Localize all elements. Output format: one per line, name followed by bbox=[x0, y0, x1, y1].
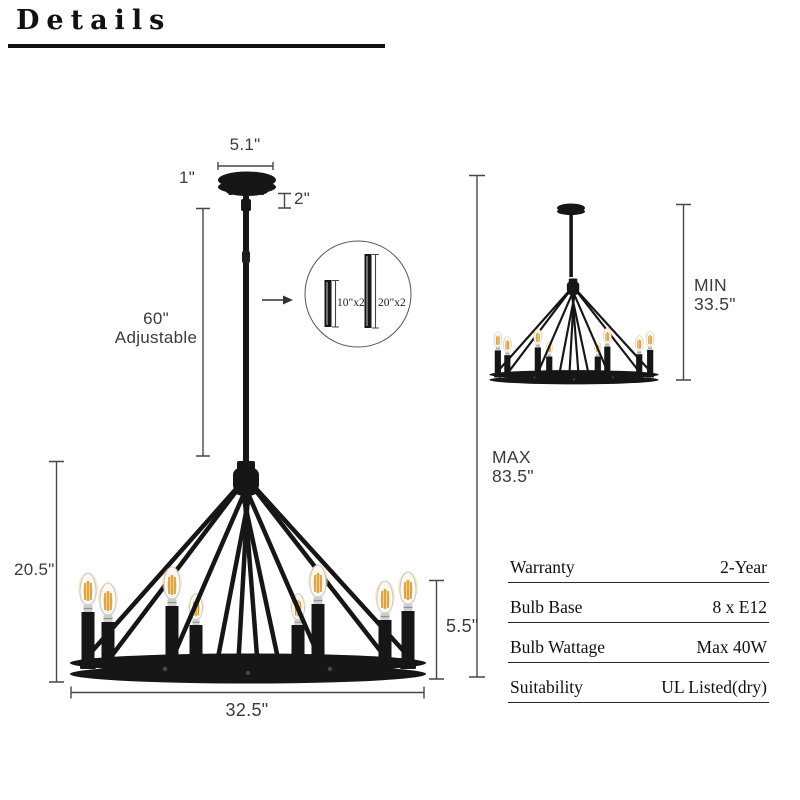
spec-value: 8 x E12 bbox=[712, 597, 767, 617]
table-row: Warranty 2-Year bbox=[508, 543, 769, 583]
spec-label: Bulb Base bbox=[510, 597, 583, 617]
arrow-icon bbox=[262, 295, 293, 305]
dim-line-canopy-drop bbox=[278, 192, 291, 209]
dimension-lines bbox=[49, 162, 691, 699]
dim-label-rod-length: 60" Adjustable bbox=[114, 309, 198, 347]
dim-label-min: MIN 33.5" bbox=[694, 275, 736, 314]
dim-label-canopy-drop: 2" bbox=[294, 189, 311, 208]
table-row: Suitability UL Listed(dry) bbox=[508, 663, 769, 703]
table-row: Bulb Wattage Max 40W bbox=[508, 623, 769, 663]
dim-label-candle-height: 5.5" bbox=[446, 616, 479, 636]
main-chandelier-illustration bbox=[70, 171, 426, 684]
inset-label-long-rods: 20"x2 bbox=[378, 297, 406, 309]
dim-line-max bbox=[469, 174, 485, 678]
spec-label: Warranty bbox=[510, 557, 575, 577]
dim-label-canopy-width: 5.1" bbox=[229, 135, 261, 154]
page-title: Details bbox=[16, 5, 172, 36]
dim-line-body-height bbox=[49, 460, 64, 683]
canopy bbox=[218, 171, 276, 196]
downrod bbox=[241, 193, 251, 470]
dim-line-short-rod bbox=[332, 279, 339, 328]
dim-label-max: MAX 83.5" bbox=[492, 447, 534, 486]
title-underline bbox=[8, 44, 385, 48]
dim-line-ring-diameter bbox=[70, 686, 425, 699]
spec-value: 2-Year bbox=[720, 557, 767, 577]
dim-line-min bbox=[676, 203, 691, 381]
mini-chandelier-illustration bbox=[489, 203, 658, 385]
dim-label-canopy-height: 1" bbox=[179, 168, 196, 187]
dim-line-rod bbox=[196, 207, 210, 457]
dim-line-candle-height bbox=[429, 579, 444, 680]
long-rod bbox=[364, 254, 372, 328]
canopy bbox=[557, 203, 585, 215]
spec-label: Suitability bbox=[510, 677, 583, 697]
rod-sections-inset bbox=[262, 240, 412, 348]
spec-table: Warranty 2-Year Bulb Base 8 x E12 Bulb W… bbox=[508, 543, 769, 703]
spec-label: Bulb Wattage bbox=[510, 637, 605, 657]
dim-label-body-height: 20.5" bbox=[14, 560, 55, 579]
downrod bbox=[569, 213, 573, 277]
inset-label-short-rods: 10"x2 bbox=[337, 297, 365, 309]
spec-value: UL Listed(dry) bbox=[661, 677, 767, 697]
table-row: Bulb Base 8 x E12 bbox=[508, 583, 769, 623]
short-rod bbox=[324, 280, 332, 327]
spec-value: Max 40W bbox=[696, 637, 767, 657]
dim-line-long-rod bbox=[372, 253, 379, 329]
dim-label-ring-diameter: 32.5" bbox=[225, 700, 269, 720]
dim-line-canopy-width bbox=[217, 162, 274, 170]
